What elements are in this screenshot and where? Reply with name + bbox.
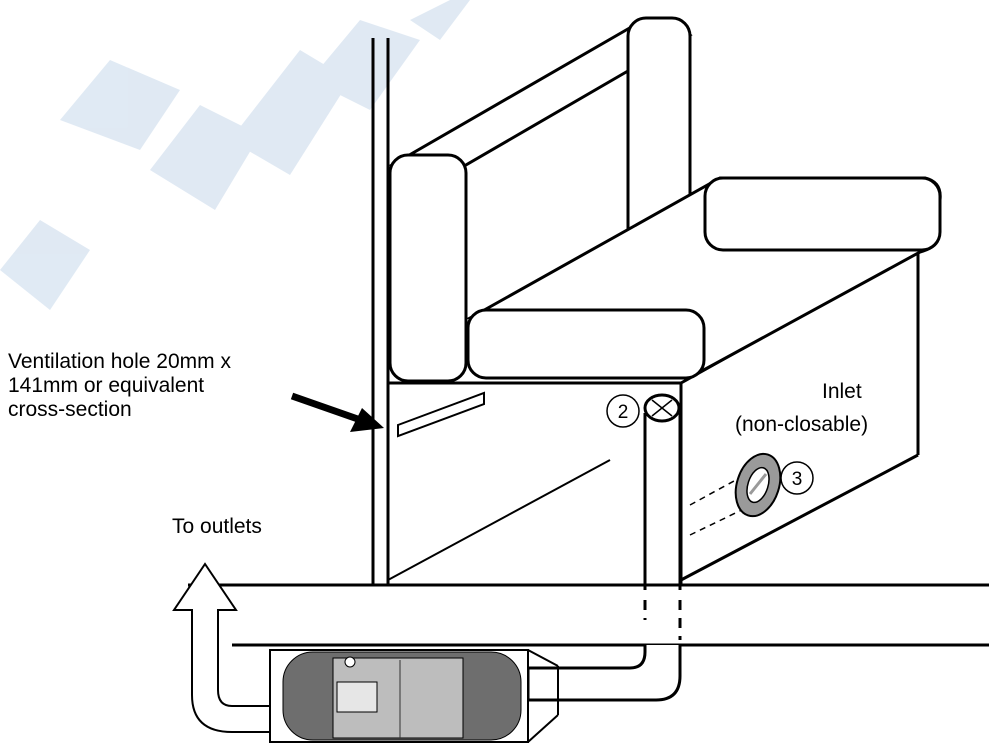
svg-text:2: 2 — [618, 402, 629, 423]
wall — [371, 38, 390, 585]
cushions — [388, 16, 942, 383]
ventilation-label-line-3: cross-section — [8, 398, 132, 421]
ventilation-label-line-2: 141mm or equivalent — [8, 374, 205, 397]
watermark — [0, 0, 470, 310]
ventilation-label: Ventilation hole 20mm x 141mm or equival… — [8, 350, 231, 422]
inlet-label: Inlet — [822, 380, 862, 403]
outlet-arrow — [172, 562, 273, 733]
floor — [188, 583, 989, 647]
inlet-grille — [689, 452, 782, 536]
inlet-pipe — [643, 393, 682, 640]
to-outlets-label: To outlets — [172, 515, 262, 538]
heater-unit — [269, 649, 559, 743]
callout-3: 3 — [780, 461, 814, 495]
ventilation-label-line-1: Ventilation hole 20mm x — [8, 350, 231, 373]
inlet-note-label: (non-closable) — [735, 413, 869, 436]
svg-text:3: 3 — [792, 469, 803, 490]
ventilation-hole — [397, 391, 485, 438]
callout-2: 2 — [606, 394, 640, 428]
heater-duct — [526, 645, 682, 702]
vent-arrow — [290, 392, 384, 432]
